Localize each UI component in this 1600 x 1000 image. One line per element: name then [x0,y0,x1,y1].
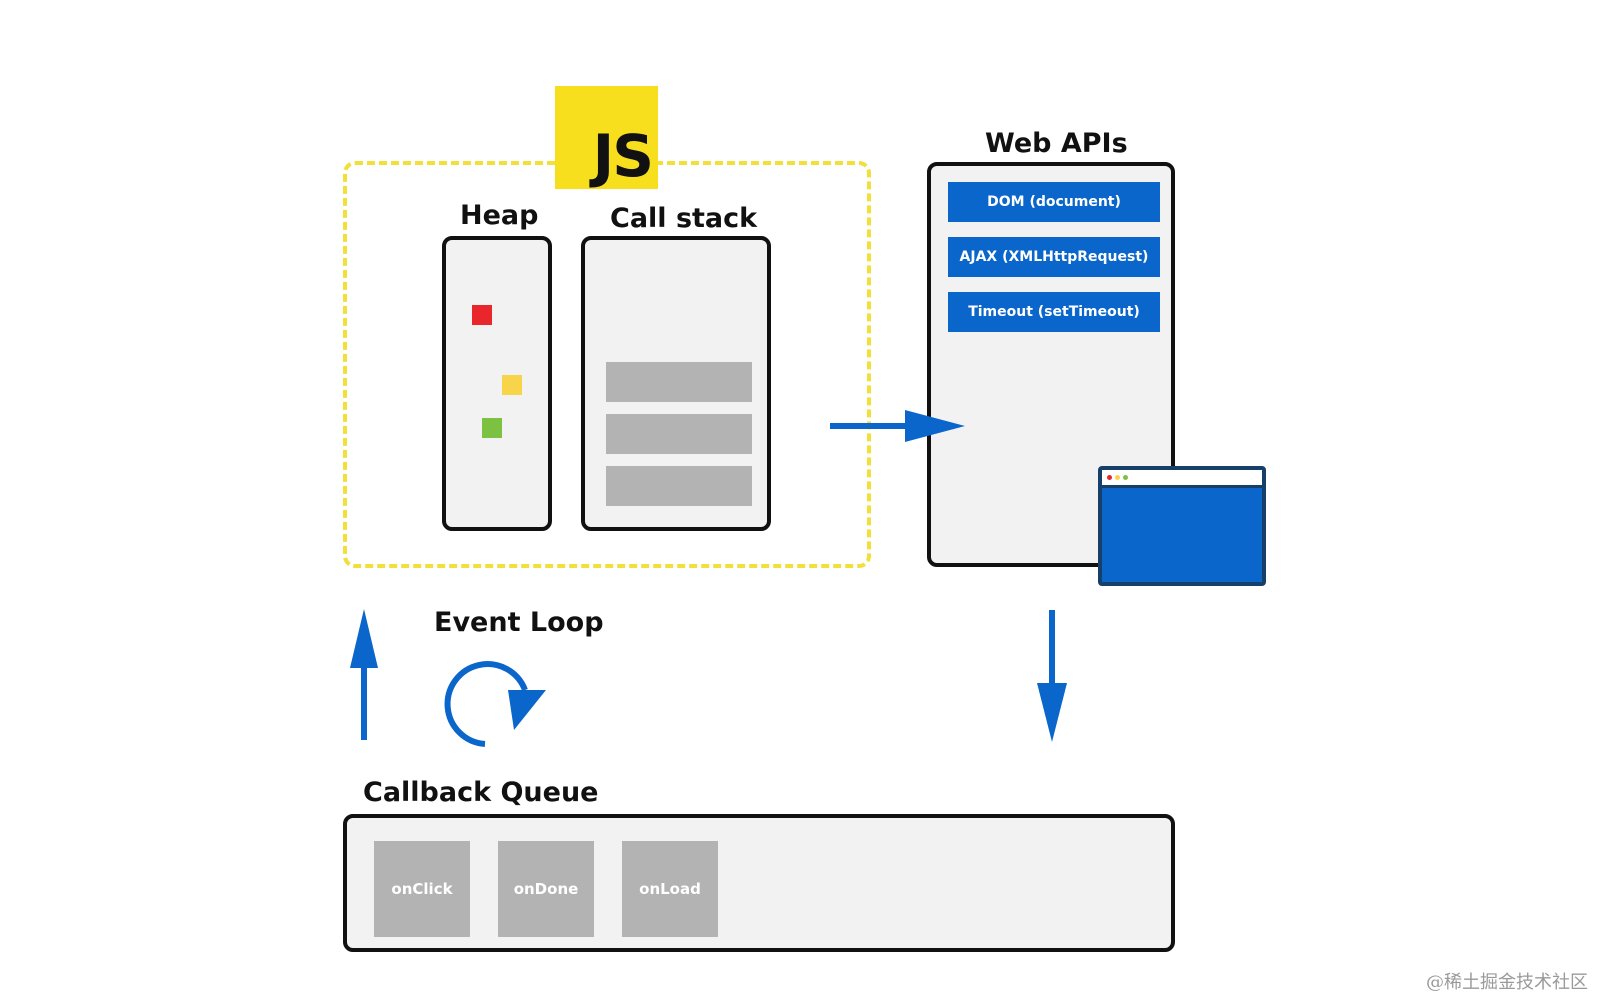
browser-close-dot [1107,475,1112,480]
stack-frame [606,414,752,454]
web-api-dom: DOM (document) [948,182,1160,222]
heap-panel [442,236,552,531]
web-api-ajax: AJAX (XMLHttpRequest) [948,237,1160,277]
watermark: @稀土掘金技术社区 [1426,972,1588,993]
callback-queue-title: Callback Queue [363,777,599,808]
browser-title-bar [1102,470,1262,488]
stack-frame [606,466,752,506]
stack-frame [606,362,752,402]
queue-item-ondone: onDone [498,841,594,937]
circular-arrow-icon [444,661,546,747]
event-loop-title: Event Loop [434,607,604,638]
js-logo: JS [555,86,658,189]
queue-to-stack-arrow [350,609,378,740]
js-logo-text: JS [592,122,654,190]
browser-maximize-dot [1123,475,1128,480]
call-stack-panel [581,236,771,531]
web-api-timeout: Timeout (setTimeout) [948,292,1160,332]
webapis-to-queue-arrow [1037,610,1067,742]
web-apis-panel: DOM (document) AJAX (XMLHttpRequest) Tim… [927,162,1175,567]
heap-object-red [472,305,492,325]
heap-object-yellow [502,375,522,395]
call-stack-title: Call stack [610,203,758,234]
queue-item-onload: onLoad [622,841,718,937]
browser-minimize-dot [1115,475,1120,480]
heap-title: Heap [460,200,539,231]
stack-to-webapis-arrow [830,410,965,442]
browser-window-icon [1098,466,1266,586]
callback-queue-panel: onClick onDone onLoad [343,814,1175,952]
heap-object-green [482,418,502,438]
web-apis-title: Web APIs [985,128,1128,159]
queue-item-onclick: onClick [374,841,470,937]
